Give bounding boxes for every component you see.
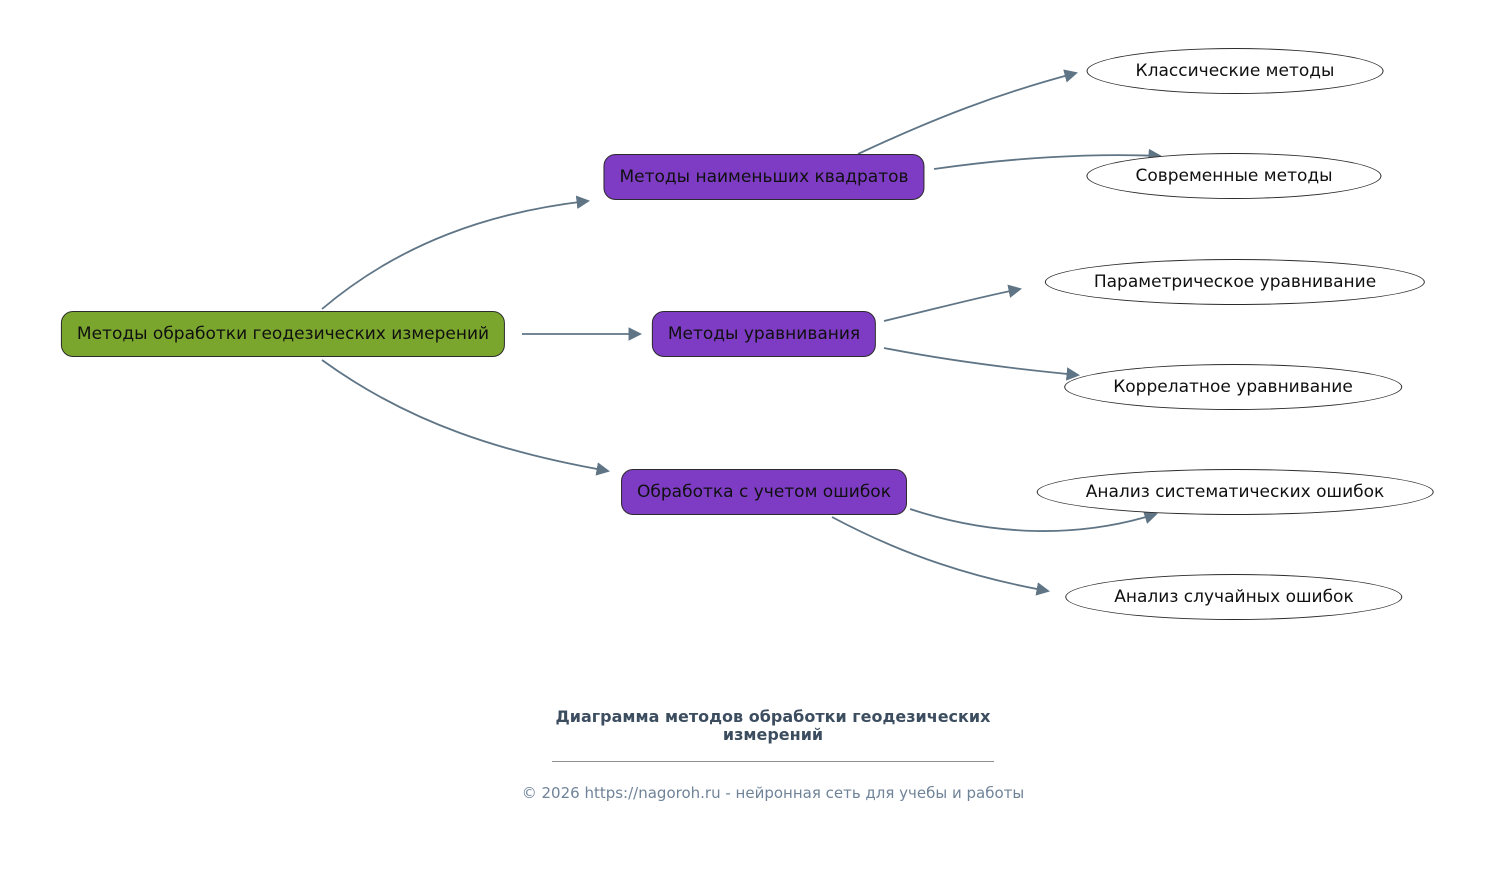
node-label: Методы обработки геодезических измерений — [76, 324, 490, 344]
copyright-text: © 2026 https://nagoroh.ru - нейронная се… — [521, 784, 1025, 802]
node-label: Современные методы — [1135, 166, 1333, 186]
leaf-modern-methods: Современные методы — [1086, 153, 1382, 199]
leaf-correlate-adjustment: Коррелатное уравнивание — [1064, 364, 1402, 410]
node-adjustment-methods: Методы уравнивания — [651, 311, 877, 357]
node-label: Коррелатное уравнивание — [1113, 377, 1353, 397]
edge-adjustment-to-correlate — [883, 347, 1081, 381]
edge-error-processing-to-random — [831, 516, 1050, 596]
node-label: Методы наименьших квадратов — [619, 167, 909, 187]
edge-root-to-error-processing — [321, 359, 610, 476]
node-label: Методы уравнивания — [667, 324, 861, 344]
leaf-systematic-error-analysis: Анализ систематических ошибок — [1036, 469, 1434, 515]
leaf-parametric-adjustment: Параметрическое уравнивание — [1044, 259, 1426, 305]
node-error-aware-processing: Обработка с учетом ошибок — [621, 469, 907, 515]
diagram-caption: Диаграмма методов обработки геодезически… — [555, 707, 991, 745]
node-label: Параметрическое уравнивание — [1093, 272, 1377, 292]
node-label: Анализ случайных ошибок — [1114, 587, 1354, 607]
leaf-random-error-analysis: Анализ случайных ошибок — [1065, 574, 1403, 620]
node-least-squares-methods: Методы наименьших квадратов — [603, 154, 925, 200]
edge-least-squares-to-classical — [857, 69, 1078, 155]
node-root-geodetic-processing-methods: Методы обработки геодезических измерений — [60, 311, 506, 357]
node-label: Анализ систематических ошибок — [1085, 482, 1385, 502]
node-label: Обработка с учетом ошибок — [637, 482, 891, 502]
node-label: Классические методы — [1135, 61, 1335, 81]
edge-root-to-least-squares — [321, 195, 591, 310]
edge-adjustment-to-parametric — [883, 284, 1022, 322]
leaf-classical-methods: Классические методы — [1086, 48, 1384, 94]
edge-error-processing-to-systematic — [909, 508, 1158, 532]
caption-divider — [552, 761, 994, 762]
